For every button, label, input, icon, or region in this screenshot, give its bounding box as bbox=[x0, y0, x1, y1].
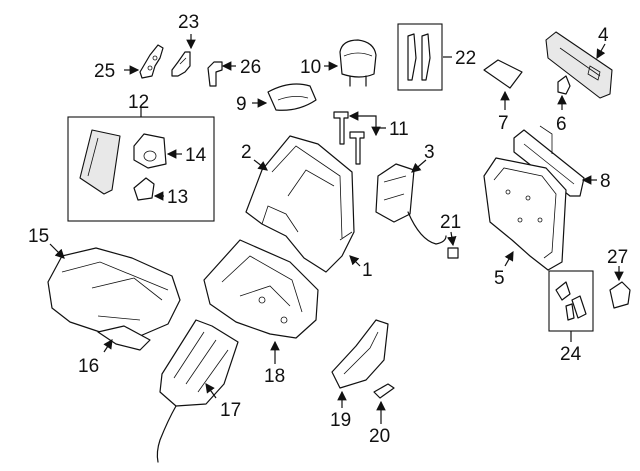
part-7-pad-drawing bbox=[483, 59, 523, 89]
leader-16 bbox=[103, 339, 113, 353]
callout-11: 11 bbox=[389, 119, 409, 140]
part-3-bracket-drawing bbox=[375, 163, 447, 245]
callout-26: 26 bbox=[240, 57, 261, 78]
callout-24: 24 bbox=[560, 344, 582, 365]
leader-4 bbox=[596, 43, 606, 60]
callout-2: 2 bbox=[241, 142, 252, 163]
part-24-group-drawing bbox=[548, 270, 594, 332]
part-17-heater-drawing bbox=[156, 319, 239, 463]
callout-23: 23 bbox=[178, 12, 199, 33]
part-11-guides-drawing bbox=[333, 111, 365, 165]
part-5-panel-drawing bbox=[483, 157, 567, 271]
part-21-clip-drawing bbox=[447, 247, 459, 259]
callout-19: 19 bbox=[330, 410, 351, 431]
callout-12: 12 bbox=[128, 92, 149, 113]
leader-5 bbox=[504, 250, 514, 267]
part-22-group-drawing bbox=[397, 23, 443, 91]
callout-8: 8 bbox=[600, 171, 611, 192]
leader-11a bbox=[348, 111, 386, 129]
leader-15 bbox=[49, 243, 65, 259]
callout-1: 1 bbox=[362, 260, 373, 281]
callout-27: 27 bbox=[607, 247, 628, 268]
part-15-seat-cushion-drawing bbox=[47, 247, 181, 337]
callout-10: 10 bbox=[300, 57, 321, 78]
part-18-seat-pan-drawing bbox=[203, 239, 319, 339]
leader-17 bbox=[205, 383, 217, 399]
part-16-cushion-lower-drawing bbox=[97, 325, 151, 351]
callout-15: 15 bbox=[28, 226, 49, 247]
callout-20: 20 bbox=[369, 426, 390, 447]
callout-25: 25 bbox=[94, 61, 115, 82]
callout-21: 21 bbox=[440, 212, 461, 233]
callout-14: 14 bbox=[185, 145, 207, 166]
part-8-frame-drawing bbox=[513, 125, 585, 197]
part-4-trim-drawing bbox=[545, 31, 613, 99]
callout-16: 16 bbox=[78, 356, 99, 377]
leader-3 bbox=[411, 159, 427, 173]
callout-9: 9 bbox=[236, 94, 247, 115]
callout-7: 7 bbox=[498, 113, 509, 134]
leader-21 bbox=[446, 231, 457, 247]
leader-1 bbox=[349, 255, 361, 267]
callout-17: 17 bbox=[220, 400, 241, 421]
callout-22: 22 bbox=[455, 48, 476, 69]
callout-13: 13 bbox=[167, 187, 188, 208]
leader-2 bbox=[253, 159, 268, 171]
part-6-clip-drawing bbox=[557, 75, 571, 95]
callout-5: 5 bbox=[494, 268, 505, 289]
part-25-bracket-drawing bbox=[139, 44, 164, 79]
part-10-headrest-drawing bbox=[339, 39, 377, 87]
part-27-clip-drawing bbox=[609, 281, 631, 309]
callout-3: 3 bbox=[424, 142, 435, 163]
part-20-cover-drawing bbox=[373, 383, 395, 399]
callout-4: 4 bbox=[598, 25, 609, 46]
part-12-group-drawing bbox=[67, 116, 215, 222]
part-23-clip-drawing bbox=[171, 51, 191, 77]
part-9-cushion-drawing bbox=[267, 83, 317, 111]
part-26-clip-drawing bbox=[207, 61, 223, 87]
callout-6: 6 bbox=[556, 114, 567, 135]
part-2-seat-back-drawing bbox=[245, 135, 355, 273]
part-19-trim-drawing bbox=[331, 319, 389, 389]
callout-18: 18 bbox=[264, 366, 285, 387]
